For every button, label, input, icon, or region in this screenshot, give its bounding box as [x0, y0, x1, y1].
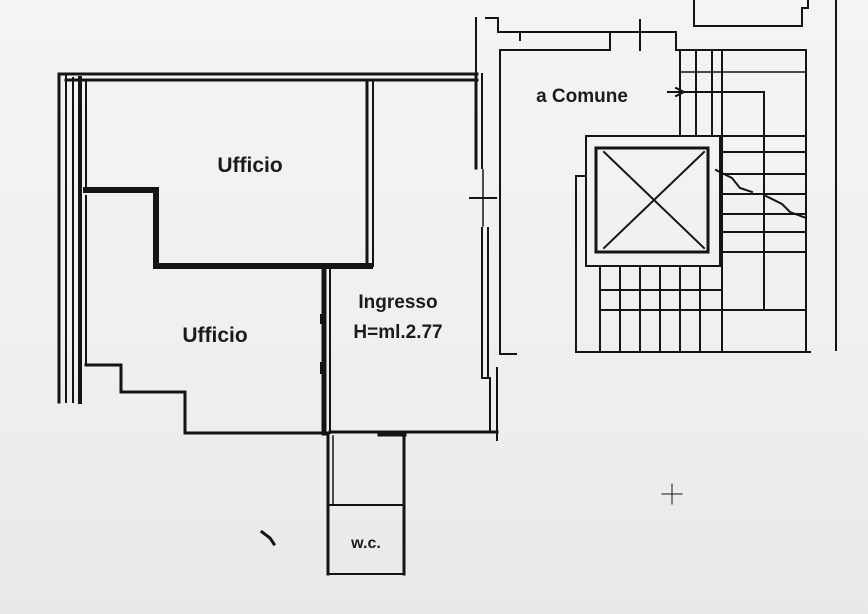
common-area-label: a Comune: [536, 86, 628, 107]
wc-label: w.c.: [350, 535, 381, 552]
stairs: [599, 49, 808, 351]
entrance-height-label: H=ml.2.77: [353, 322, 442, 343]
office-left-walls: [84, 195, 331, 436]
common-area-walls: [475, 0, 837, 355]
office-top-label: Ufficio: [217, 154, 282, 177]
top-wall: [57, 72, 479, 82]
outer-left-wall: [57, 72, 82, 404]
door-marks: [259, 314, 683, 547]
office-left-label: Ufficio: [182, 324, 247, 347]
office-top-walls: [83, 80, 374, 269]
entrance-label: Ingresso: [358, 292, 437, 313]
entrance-walls: [328, 72, 499, 441]
wc-walls: [326, 431, 406, 576]
elevator-shaft: [575, 135, 721, 353]
